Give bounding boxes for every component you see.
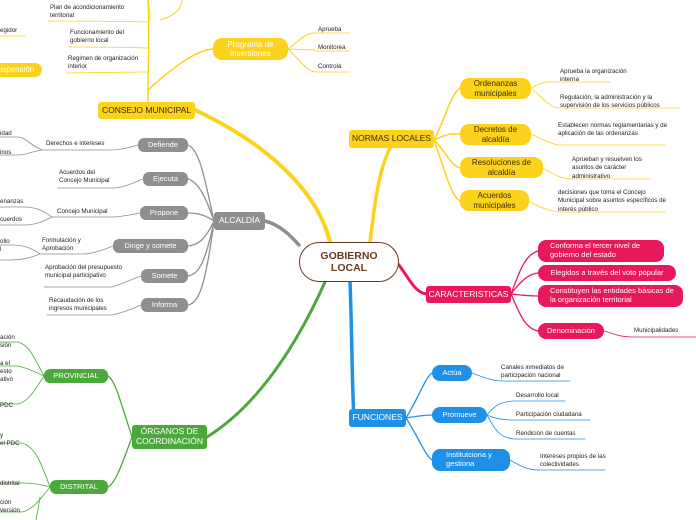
- node-informa[interactable]: Informa: [141, 298, 188, 312]
- leaf-fragment: ativo: [0, 376, 14, 383]
- leaf-decretos: Establecen normas reglamentarias y de ap…: [558, 122, 668, 138]
- leaf-monitorea: Monitorea: [318, 44, 346, 51]
- leaf-desarrollo-local: Desarrollo local: [516, 392, 559, 399]
- branch-alcaldia[interactable]: ALCALDÍA: [214, 212, 265, 230]
- node-label: Denominación: [547, 325, 595, 335]
- leaf-fragment: l: [0, 246, 2, 253]
- branch-label: FUNCIONES: [352, 412, 403, 423]
- leaf-recaudacion: Recaudación de los ingresos municipales: [49, 297, 107, 313]
- node-voto-popular[interactable]: Elegidos a través del voto popular: [538, 265, 676, 281]
- leaf-aprueba: Aprueba: [318, 26, 342, 33]
- node-label: Conforma el tercer nivel de gobierno del…: [550, 241, 641, 259]
- branch-label: ÓRGANOS DE COORDINACIÓN: [135, 426, 204, 446]
- leaf-fragment: versión: [0, 507, 20, 514]
- node-denominacion[interactable]: Denominación: [538, 323, 604, 339]
- node-defiende[interactable]: Defiende: [138, 138, 188, 152]
- node-label: Institutciona y gestiona: [446, 450, 492, 468]
- leaf-regimen-organizacion: Regimen de organización interior: [68, 55, 139, 71]
- leaf-resoluciones: Aprueban y resuelven los asuntos de cará…: [572, 156, 642, 180]
- leaf-fragment: cuerdos: [0, 216, 23, 223]
- leaf-fragment: egidor: [0, 27, 18, 34]
- node-label: Ordenanzas municipales: [473, 79, 518, 98]
- leaf-fragment: distrital: [0, 480, 20, 487]
- node-label: Somete: [151, 270, 178, 280]
- node-label: Defiende: [147, 139, 179, 149]
- node-label: Constituyen las entidades básicas de la …: [550, 286, 674, 304]
- leaf-fragment: ollo: [0, 238, 10, 245]
- node-resoluciones[interactable]: Resoluciones de alcaldía: [460, 157, 543, 178]
- leaf-fragment: PDC: [0, 402, 14, 409]
- branch-consejo-municipal[interactable]: CONSEJO MUNICIPAL: [98, 102, 195, 119]
- leaf-fragment: el PDC: [0, 440, 20, 447]
- leaf-fragment: ación: [0, 334, 15, 341]
- central-topic-gobierno-local[interactable]: GOBIERNO LOCAL: [299, 242, 399, 282]
- leaf-ordenanzas-1: Aprueba la organización interna: [560, 68, 627, 84]
- node-label: Programa de inversiones: [227, 39, 274, 58]
- leaf-derechos-intereses: Derechos e intereses: [46, 140, 105, 147]
- node-label: Acuerdos municipales: [473, 191, 516, 210]
- node-decretos[interactable]: Decretos de alcaldía: [460, 124, 531, 145]
- node-provincial[interactable]: PROVINCIAL: [44, 369, 108, 383]
- node-label: Actúa: [442, 367, 462, 377]
- leaf-presupuesto-participativo: Aprobación del presupuesto municipal par…: [45, 264, 123, 280]
- branch-label: CONSEJO MUNICIPAL: [101, 104, 192, 115]
- node-somete[interactable]: Somete: [141, 269, 188, 283]
- node-label: Ejecuta: [152, 173, 179, 183]
- branch-organos-coordinacion[interactable]: ÓRGANOS DE COORDINACIÓN: [132, 425, 207, 449]
- leaf-fragment: enanzas: [0, 198, 24, 205]
- leaf-participacion-ciudadana: Participación ciudadana: [516, 411, 582, 418]
- node-label: Informa: [151, 299, 178, 309]
- node-label: PROVINCIAL: [53, 370, 99, 380]
- node-label: Decretos de alcaldía: [473, 125, 518, 144]
- node-acuerdos[interactable]: Acuerdos municipales: [460, 190, 529, 211]
- node-institucionaliza[interactable]: Institutciona y gestiona: [432, 449, 510, 471]
- node-label: DISTRITAL: [60, 481, 98, 491]
- branch-label: NORMAS LOCALES: [352, 133, 431, 144]
- node-actua[interactable]: Actúa: [432, 365, 472, 381]
- node-label: Promueve: [442, 409, 477, 419]
- node-tercer-nivel[interactable]: Conforma el tercer nivel de gobierno del…: [538, 240, 664, 262]
- leaf-fragment: y: [0, 432, 4, 439]
- leaf-controla: Controla: [318, 63, 342, 70]
- leaf-fragment: esto: [0, 368, 12, 375]
- node-label: Propone: [149, 207, 179, 217]
- central-topic-label: GOBIERNO LOCAL: [320, 249, 378, 274]
- node-dirige-somete[interactable]: Dirige y somete: [113, 239, 188, 253]
- leaf-funcionamiento-gobierno: Funcionamiento del gobierno local: [70, 29, 125, 45]
- leaf-acuerdos-concejo: Acuerdos del Concejo Municipal: [59, 169, 110, 185]
- node-entidades-basicas[interactable]: Constituyen las entidades básicas de la …: [538, 285, 683, 307]
- node-label: Elegidos a través del voto popular: [550, 267, 664, 277]
- branch-label: CARACTERISTICAS: [428, 288, 509, 299]
- node-label: uspensión: [0, 65, 35, 75]
- node-suspension[interactable]: uspensión: [0, 63, 42, 77]
- leaf-acuerdos: decisiones que toma el Concejo Municipal…: [558, 189, 666, 213]
- leaf-fragment: a el: [0, 360, 10, 367]
- node-ejecuta[interactable]: Ejecuta: [143, 172, 188, 186]
- leaf-actua: Canales inmediatos de participación naci…: [501, 364, 564, 380]
- branch-normas-locales[interactable]: NORMAS LOCALES: [349, 130, 434, 148]
- leaf-fragment: idad: [0, 130, 12, 137]
- leaf-formulacion-aprobacion: Formulación y Aprobación: [42, 237, 81, 253]
- leaf-ordenanzas-2: Regulación, la administración y la super…: [560, 94, 660, 110]
- leaf-rendicion-cuentas: Rendición de cuentas: [516, 430, 576, 437]
- node-promueve[interactable]: Promueve: [432, 407, 487, 423]
- node-label: Resoluciones de alcaldía: [471, 158, 532, 177]
- branch-label: ALCALDÍA: [218, 215, 261, 226]
- branch-caracteristicas[interactable]: CARACTERISTICAS: [426, 286, 511, 303]
- leaf-intereses-propios: Intereses propios de las colectividades: [540, 453, 606, 469]
- leaf-concejo-municipal: Concejo Municipal: [57, 208, 108, 215]
- node-distrital[interactable]: DISTRITAL: [50, 480, 108, 494]
- leaf-municipalidades: Municipalidades: [634, 327, 679, 334]
- node-programa-inversiones[interactable]: Programa de inversiones: [213, 38, 288, 60]
- node-label: Dirige y somete: [124, 240, 177, 250]
- leaf-fragment: ción: [0, 499, 12, 506]
- leaf-plan-acondicionamiento: Plan de acondicionamiento territorial: [50, 4, 125, 20]
- node-propone[interactable]: Propone: [140, 206, 188, 220]
- node-ordenanzas[interactable]: Ordenanzas municipales: [460, 78, 531, 99]
- leaf-fragment: inos: [0, 149, 12, 156]
- leaf-fragment: sión: [0, 342, 12, 349]
- branch-funciones[interactable]: FUNCIONES: [349, 409, 406, 427]
